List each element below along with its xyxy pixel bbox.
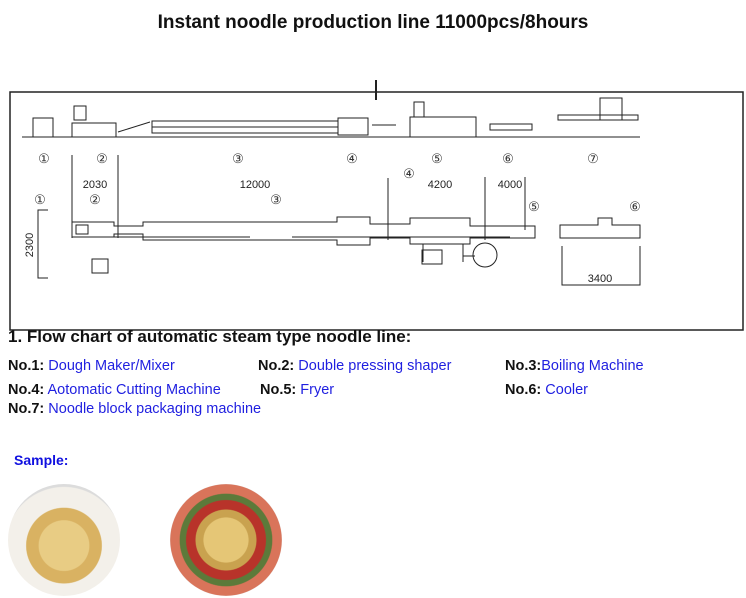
side-number-7: ⑦ xyxy=(587,151,599,166)
plan-number-2: ② xyxy=(89,192,101,207)
mixer-side xyxy=(32,117,54,138)
shaper-side xyxy=(71,122,117,138)
page-title: Instant noodle production line 11000pcs/… xyxy=(157,12,589,33)
dim-2030: 2030 xyxy=(83,179,107,191)
machine-6: No.6: Cooler xyxy=(505,382,588,398)
machine-no: No.2: xyxy=(258,358,295,374)
side-number-1: ① xyxy=(38,151,50,166)
machine-no: No.3: xyxy=(505,358,542,374)
cooler-plan xyxy=(559,217,641,239)
machine-name: Cooler xyxy=(545,382,588,398)
plan-number-6: ⑥ xyxy=(629,199,641,214)
machine-7: No.7: Noodle block packaging machine xyxy=(8,401,261,417)
side-number-4: ④ xyxy=(346,151,358,166)
line-plan xyxy=(71,216,536,246)
machine-name: Boiling Machine xyxy=(541,358,644,374)
dim-4200: 4200 xyxy=(428,179,452,191)
side-number-2: ② xyxy=(96,151,108,166)
side-number-3: ③ xyxy=(232,151,244,166)
sample-label: Sample: xyxy=(14,452,69,468)
production-line-diagram: ① ② ③ ④ ⑤ ⑥ ⑦ ① ② ③ ④ ⑤ ⑥ 2030 12000 420… xyxy=(9,80,744,331)
machine-no: No.4: xyxy=(8,382,45,398)
packer-side xyxy=(557,114,639,121)
dim-12000: 12000 xyxy=(240,179,271,191)
machine-name: Noodle block packaging machine xyxy=(48,401,262,417)
noodle-sample-photo-garnished xyxy=(170,484,282,596)
side-number-5: ⑤ xyxy=(431,151,443,166)
machine-name: Dough Maker/Mixer xyxy=(48,358,175,374)
machine-5: No.5: Fryer xyxy=(260,382,334,398)
side-number-6: ⑥ xyxy=(502,151,514,166)
machine-3: No.3:Boiling Machine xyxy=(505,358,644,374)
machine-name: Double pressing shaper xyxy=(298,358,452,374)
plan-number-1: ① xyxy=(34,192,46,207)
flow-chart-heading: 1. Flow chart of automatic steam type no… xyxy=(8,327,412,346)
dim-3400: 3400 xyxy=(588,273,612,285)
machine-2: No.2: Double pressing shaper xyxy=(258,358,451,374)
dim-2300: 2300 xyxy=(24,233,36,257)
machine-no: No.6: xyxy=(505,382,542,398)
plan-number-3: ③ xyxy=(270,192,282,207)
machine-1: No.1: Dough Maker/Mixer xyxy=(8,358,175,374)
dim-4000: 4000 xyxy=(498,179,522,191)
plan-number-4: ④ xyxy=(403,166,415,181)
noodle-sample-photo-plain xyxy=(8,484,120,596)
machine-no: No.7: xyxy=(8,401,45,417)
cooler-side xyxy=(489,123,533,131)
machine-no: No.5: xyxy=(260,382,297,398)
diagram-frame xyxy=(9,91,744,331)
plan-number-5: ⑤ xyxy=(528,199,540,214)
cutter-side xyxy=(337,117,369,136)
machine-name: Aotomatic Cutting Machine xyxy=(47,382,221,398)
machine-no: No.1: xyxy=(8,358,45,374)
fryer-side xyxy=(409,116,477,138)
machine-4: No.4: Aotomatic Cutting Machine xyxy=(8,382,221,398)
machine-name: Fryer xyxy=(300,382,335,398)
